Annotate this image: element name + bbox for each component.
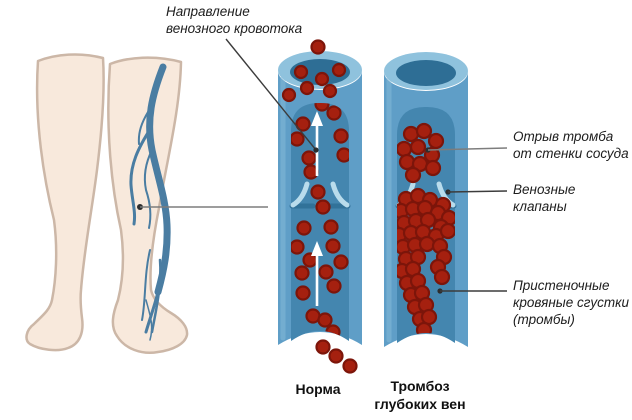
blood-cell <box>310 184 326 200</box>
flow-direction-label: Направление венозного кровотока <box>166 4 303 36</box>
blood-cells-normal <box>291 103 349 340</box>
thrombosed-vein-tube <box>384 52 468 347</box>
blood-cell <box>293 64 309 80</box>
blood-cells-exiting <box>315 339 358 374</box>
blood-cell <box>409 138 427 156</box>
left-leg <box>25 53 105 352</box>
blood-cell <box>314 103 330 112</box>
blood-cell <box>326 105 342 121</box>
right-leg <box>107 56 189 354</box>
blood-cells-lumen <box>281 62 347 103</box>
blood-cell <box>415 321 433 339</box>
blood-cell <box>333 254 349 270</box>
pointer-clot-detachment <box>425 147 508 153</box>
blood-cell <box>301 150 317 166</box>
clot-detachment-label: Отрыв тромба от стенки сосуда <box>513 129 629 161</box>
blood-cell <box>331 62 347 78</box>
dvt-caption: Тромбоз глубоких вен <box>374 378 466 412</box>
blood-cell <box>303 164 319 180</box>
blood-cell <box>317 312 333 328</box>
pointer-flow-direction <box>225 38 319 153</box>
blood-cell <box>296 220 312 236</box>
blood-cell <box>291 239 305 255</box>
blood-cell <box>398 153 416 171</box>
blood-cell <box>318 264 334 280</box>
pointer-lines <box>137 38 508 294</box>
normal-vein-tube <box>278 39 362 374</box>
blood-cell <box>424 159 442 177</box>
blood-cell <box>328 348 344 364</box>
blood-cell <box>402 125 420 143</box>
blood-cell <box>342 358 358 374</box>
pointer-venous-valves <box>445 189 508 195</box>
pointer-leg-vein <box>137 204 268 210</box>
blood-cell <box>281 87 297 103</box>
blood-cell <box>299 80 315 96</box>
normal-caption: Норма <box>295 381 341 397</box>
blood-cell <box>325 238 341 254</box>
blood-cell <box>323 219 339 235</box>
blood-cell <box>315 199 331 215</box>
blood-cell <box>427 132 445 150</box>
blood-cell <box>418 235 436 253</box>
venous-valves-label: Венозные клапаны <box>513 182 576 214</box>
blood-cell <box>433 268 451 286</box>
legs-illustration <box>25 53 189 354</box>
blood-cell <box>294 265 310 281</box>
blood-cell <box>310 39 326 55</box>
blood-cell <box>314 71 330 87</box>
blood-cell <box>336 147 349 163</box>
detached-thrombus-clump <box>397 122 445 184</box>
blood-cell <box>322 83 338 99</box>
blood-cell <box>291 131 305 147</box>
blood-cell <box>315 339 331 355</box>
leg-veins <box>129 63 171 341</box>
pointer-mural-clots <box>437 288 507 294</box>
blood-cell <box>295 116 311 132</box>
blood-cell <box>404 166 422 184</box>
blood-cell-above <box>310 39 326 55</box>
blood-cell <box>326 278 342 294</box>
mural-thrombus-mass <box>397 187 455 339</box>
blood-cell <box>333 128 349 144</box>
blood-cell <box>397 140 413 158</box>
mural-clots-label: Пристеночные кровяные сгустки (тромбы) <box>513 278 630 327</box>
blood-cell <box>415 122 433 140</box>
blood-cell <box>295 285 311 301</box>
blood-cell <box>420 308 438 326</box>
blood-cell <box>439 222 455 240</box>
